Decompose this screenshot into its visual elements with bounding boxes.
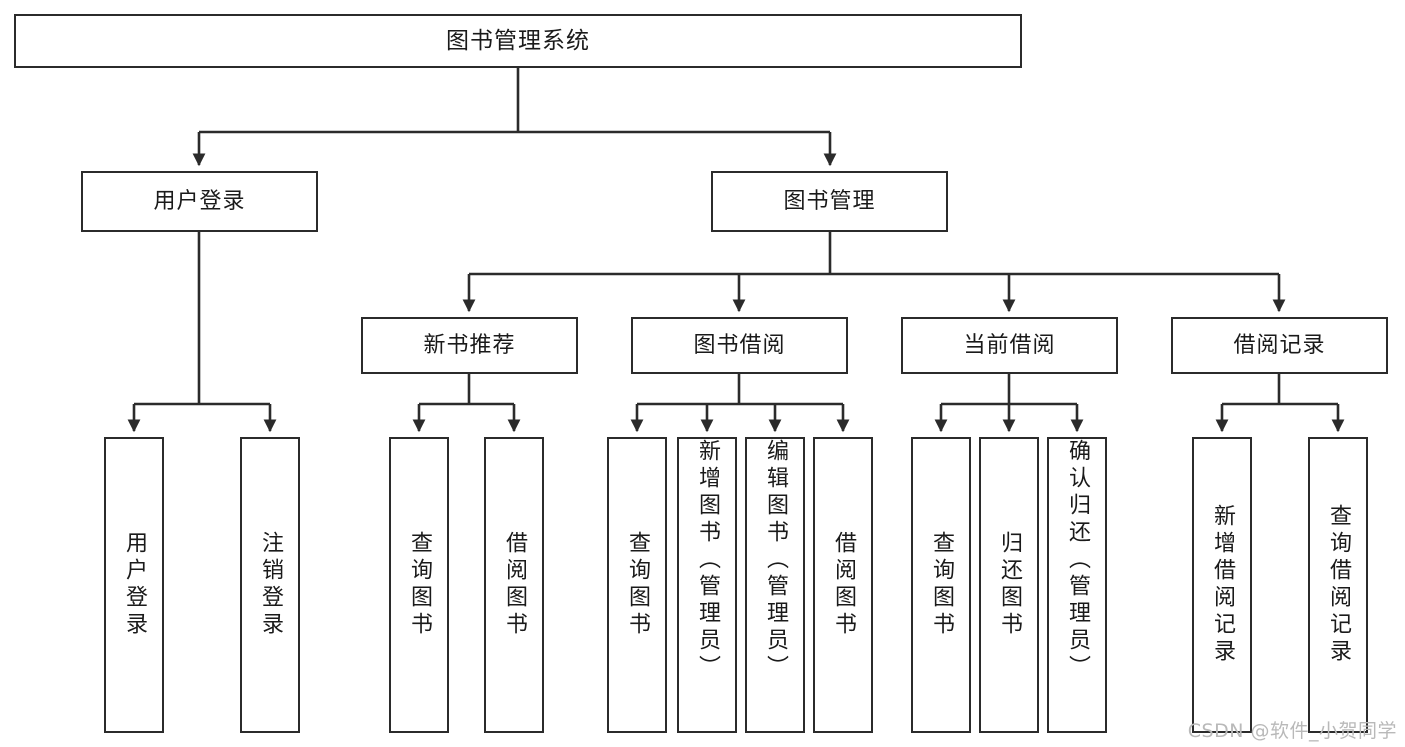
node-label: 查询图书 <box>407 531 432 639</box>
node-current-borrow[interactable]: 当前借阅 <box>901 317 1118 374</box>
leaf-user-login-logout[interactable]: 注销登录 <box>240 437 300 733</box>
node-label: 归还图书 <box>997 531 1022 639</box>
leaf-current-query-book[interactable]: 查询图书 <box>911 437 971 733</box>
leaf-borrow-add-book[interactable]: 新增图书（管理员） <box>677 437 737 733</box>
leaf-borrow-query-book[interactable]: 查询图书 <box>607 437 667 733</box>
node-label: 查询图书 <box>625 531 650 639</box>
node-label: 新增借阅记录 <box>1210 504 1235 666</box>
node-label: 借阅记录 <box>1233 332 1326 358</box>
leaf-borrow-borrow-book[interactable]: 借阅图书 <box>813 437 873 733</box>
leaf-user-login-login[interactable]: 用户登录 <box>104 437 164 733</box>
node-label: 借阅图书 <box>502 531 527 639</box>
node-book-borrow[interactable]: 图书借阅 <box>631 317 848 374</box>
node-label: 新增图书（管理员） <box>695 439 720 682</box>
node-label: 查询图书 <box>929 531 954 639</box>
node-label: 图书管理 <box>783 188 876 214</box>
watermark-text: CSDN @软件_小贺同学 <box>1187 720 1397 742</box>
node-label: 当前借阅 <box>963 332 1056 358</box>
node-new-book-recommend[interactable]: 新书推荐 <box>361 317 578 374</box>
leaf-current-confirm-return[interactable]: 确认归还（管理员） <box>1047 437 1107 733</box>
node-label: 注销登录 <box>258 531 283 639</box>
node-book-management[interactable]: 图书管理 <box>711 171 948 232</box>
node-label: 图书借阅 <box>693 332 786 358</box>
node-label: 用户登录 <box>122 531 147 639</box>
leaf-record-add-record[interactable]: 新增借阅记录 <box>1192 437 1252 733</box>
leaf-borrow-edit-book[interactable]: 编辑图书（管理员） <box>745 437 805 733</box>
node-label: 确认归还（管理员） <box>1065 439 1090 682</box>
node-borrow-record[interactable]: 借阅记录 <box>1171 317 1388 374</box>
leaf-record-query-record[interactable]: 查询借阅记录 <box>1308 437 1368 733</box>
leaf-recommend-query-book[interactable]: 查询图书 <box>389 437 449 733</box>
leaf-current-return-book[interactable]: 归还图书 <box>979 437 1039 733</box>
node-label: 用户登录 <box>153 188 246 214</box>
node-user-login[interactable]: 用户登录 <box>81 171 318 232</box>
node-label: 新书推荐 <box>423 332 516 358</box>
node-label: 编辑图书（管理员） <box>763 439 788 682</box>
node-label: 借阅图书 <box>831 531 856 639</box>
node-root-system[interactable]: 图书管理系统 <box>14 14 1022 68</box>
leaf-recommend-borrow-book[interactable]: 借阅图书 <box>484 437 544 733</box>
node-label: 图书管理系统 <box>446 27 590 54</box>
node-label: 查询借阅记录 <box>1326 504 1351 666</box>
